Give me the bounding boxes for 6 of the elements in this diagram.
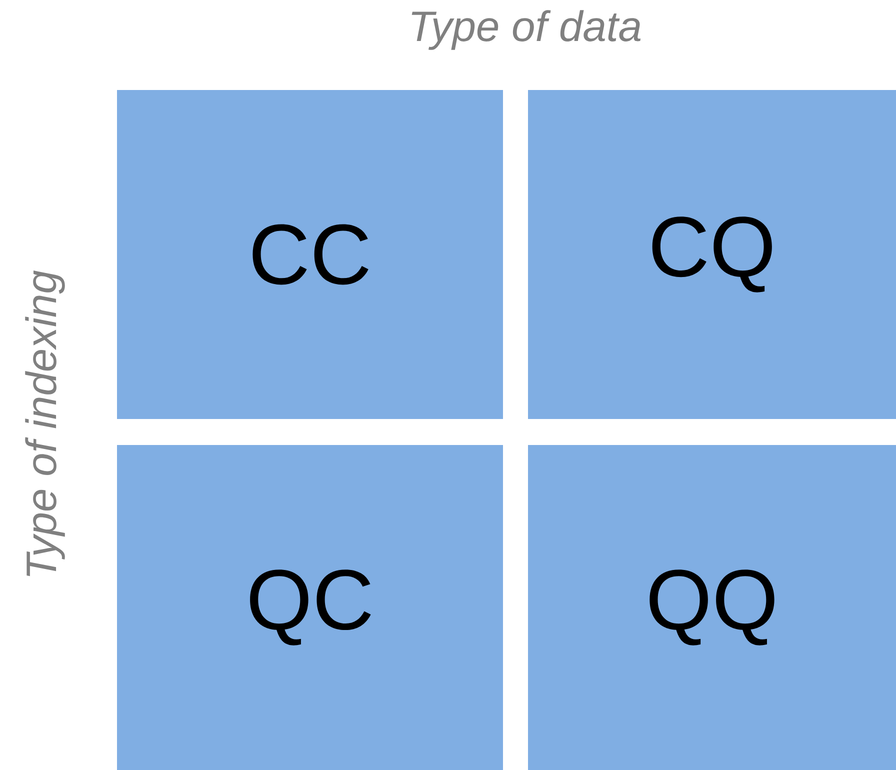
quadrant-box: QQ (528, 445, 896, 770)
quadrant-box: QC (117, 445, 503, 770)
axis-label: Type of indexing (25, 270, 65, 576)
axis-label: Type of data (412, 10, 641, 50)
quadrant-box: CQ (528, 90, 896, 419)
quadrant-box: CC (117, 90, 503, 419)
